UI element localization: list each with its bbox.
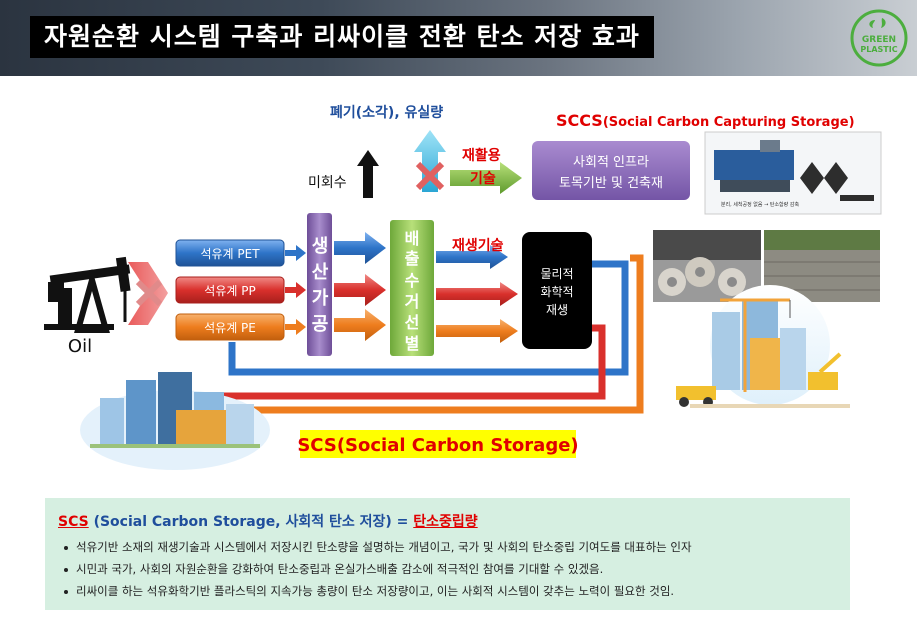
logo-text-plastic: PLASTIC: [860, 45, 897, 54]
page-title: 자원순환 시스템 구축과 리싸이클 전환 탄소 저장 효과: [30, 16, 654, 58]
sccs-rest: (Social Carbon Capturing Storage): [603, 115, 855, 130]
collection-char-5: 선: [405, 313, 420, 332]
flow-diagram: Oil 석유계 PET 석유계 PP 석유계 PE 생 산 가 공 배 출 수 …: [44, 104, 882, 470]
arrow-pp-to-regen: [436, 282, 518, 306]
recycle-tech-label-1: 재활용: [462, 147, 501, 164]
info-heading-mid: (Social Carbon Storage, 사회적 탄소 저장) =: [88, 514, 414, 530]
production-char-1: 생: [312, 236, 329, 257]
resin-pp-box: 석유계 PP: [175, 276, 285, 304]
regen-tech-label: 재생기술: [452, 238, 504, 254]
arrow-pp-to-collection: [334, 274, 386, 306]
construction-illustration: [676, 285, 850, 408]
collection-char-3: 수: [405, 271, 420, 290]
bullet-dot: [64, 568, 68, 572]
machine-photo: 분리, 세척공정 없음 → 탄소함량 감축: [704, 131, 882, 215]
recycle-tech-label-2: 기술: [470, 171, 496, 187]
logo-ring: [850, 9, 908, 67]
infra-line-2: 토목기반 및 건축재: [559, 176, 663, 191]
bullet-dot: [64, 546, 68, 550]
logo-text-green: GREEN: [862, 35, 896, 45]
production-char-3: 가: [312, 288, 329, 309]
resin-pe-box: 석유계 PE: [175, 313, 285, 341]
pe-return-line: [200, 254, 644, 414]
info-bullet-1: 석유기반 소재의 재생기술과 시스템에서 저장시킨 탄소량을 설명하는 개념이고…: [76, 540, 692, 554]
scs-highlight: [300, 430, 576, 458]
bullet-dot: [64, 590, 68, 594]
info-bullet-3: 리싸이클 하는 석유화학기반 플라스틱의 지속가능 총량이 탄소 저장량이고, …: [76, 584, 675, 598]
pet-return-line: [228, 260, 629, 376]
info-heading-scs: SCS: [58, 514, 89, 530]
info-heading: SCS (Social Carbon Storage, 사회적 탄소 저장) =…: [58, 511, 478, 531]
resin-pet-box: 석유계 PET: [175, 239, 285, 267]
oil-label: Oil: [68, 336, 92, 357]
collection-char-6: 별: [405, 334, 420, 353]
regen-line-3: 재생: [546, 303, 568, 317]
green-plastic-logo: GREEN PLASTIC: [850, 9, 908, 67]
leaf-icon: [869, 20, 875, 28]
pp-return-line: [210, 324, 606, 400]
regen-line-2: 화학적: [540, 285, 573, 299]
city-illustration: [80, 372, 270, 470]
blocked-x-icon: [135, 279, 163, 307]
wall-photo: [764, 230, 880, 302]
waste-up-arrow: [414, 130, 446, 192]
arrow-pet-to-regen: [436, 245, 508, 269]
blocks-photo: [653, 230, 761, 302]
production-char-2: 산: [312, 262, 329, 283]
sccs-prefix: SCCS: [556, 111, 603, 130]
oil-pump-icon: [44, 256, 131, 333]
arrow-pe-to-regen: [436, 319, 518, 343]
photo-caption: 분리, 세척공정 없음 → 탄소함량 감축: [721, 201, 800, 208]
arrow-pe-to-production: [285, 319, 306, 335]
resin-pet-label: 석유계 PET: [200, 247, 260, 261]
info-bullet-2: 시민과 국가, 사회의 자원순환을 강화하여 탄소중립과 온실가스배출 감소에 …: [76, 562, 604, 576]
info-heading-end: 탄소중립량: [413, 514, 478, 530]
waste-label: 폐기(소각), 유실량: [330, 104, 443, 121]
resin-pe-label: 석유계 PE: [204, 321, 256, 335]
recycle-arrow: [450, 162, 522, 194]
arrow-pet-to-collection: [334, 232, 386, 264]
infra-box: [532, 141, 690, 200]
regen-box: [522, 232, 592, 349]
leaf-icon: [881, 18, 886, 28]
regen-line-1: 물리적: [540, 267, 573, 281]
scs-label: SCS(Social Carbon Storage): [297, 435, 578, 456]
uncollected-up-arrow: [357, 150, 379, 198]
info-box: [45, 498, 850, 610]
production-column: [307, 213, 332, 356]
collection-char-4: 거: [405, 292, 420, 311]
collection-column: [390, 220, 434, 356]
collection-char-2: 출: [405, 249, 420, 268]
return-loop-lines: [200, 254, 644, 414]
arrow-pet-to-production: [285, 245, 306, 261]
arrow-pp-to-production: [285, 282, 306, 298]
uncollected-label: 미회수: [308, 175, 347, 191]
production-char-4: 공: [312, 314, 329, 335]
infra-line-1: 사회적 인프라: [573, 155, 649, 170]
collection-char-1: 배: [405, 229, 420, 248]
sccs-title: SCCS(Social Carbon Capturing Storage): [556, 111, 855, 130]
resin-pp-label: 석유계 PP: [204, 284, 255, 298]
arrow-pe-to-collection: [334, 309, 386, 341]
blocked-x-icon: [415, 161, 445, 191]
